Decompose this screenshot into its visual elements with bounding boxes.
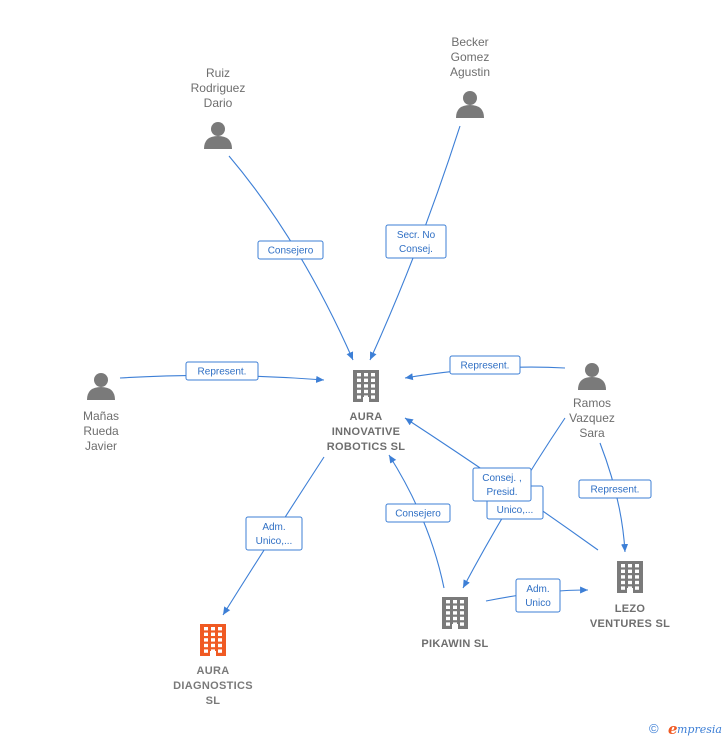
node-label-line: LEZO [615, 603, 646, 615]
edge-label-text: Consejero [268, 246, 314, 257]
node-lezo[interactable]: LEZO VENTURES SL [590, 561, 670, 630]
edge-label-text: Secr. No [397, 230, 436, 241]
edge-label-text: Unico [525, 598, 551, 609]
node-label-line: Vazquez [569, 411, 615, 425]
edge-label-text: Consejero [395, 509, 441, 520]
node-label-line: SL [206, 695, 221, 707]
edge-label-text: Unico,... [256, 536, 293, 547]
node-label-line: ROBOTICS SL [327, 441, 405, 453]
node-label-line: Sara [579, 426, 605, 440]
node-label-line: INNOVATIVE [332, 426, 401, 438]
node-label-line: Rueda [83, 424, 119, 438]
edge-label-e8[interactable]: Consej. , Presid. [472, 467, 532, 502]
node-label-line: AURA [197, 665, 230, 677]
footer-credit: © e mpresia [649, 720, 722, 738]
edge-label-box [449, 355, 521, 375]
edge-label-text: Represent. [198, 367, 247, 378]
empresia-e-logo: e [668, 720, 678, 738]
edge-label-box [515, 578, 561, 613]
edge-label-e4[interactable]: Represent. [449, 355, 521, 375]
edge-label-box [385, 503, 451, 523]
edge-label-text: Presid. [486, 487, 517, 498]
edge-label-e2[interactable]: Secr. No Consej. [385, 224, 447, 259]
building-icon [442, 597, 468, 629]
node-aura-innovative[interactable]: AURA INNOVATIVE ROBOTICS SL [327, 370, 405, 453]
node-aura-diagnostics[interactable]: AURA DIAGNOSTICS SL [173, 624, 253, 707]
edge-label-box [245, 516, 303, 551]
edge-label-e9[interactable]: Represent. [578, 479, 652, 499]
edge-label-e6[interactable]: Consejero [385, 503, 451, 523]
node-label-line: AURA [350, 411, 383, 423]
node-label-line: Javier [85, 439, 117, 453]
node-pikawin[interactable]: PIKAWIN SL [421, 597, 488, 650]
edge-label-e10[interactable]: Adm. Unico [515, 578, 561, 613]
person-icon [87, 373, 115, 400]
node-label-line: PIKAWIN SL [421, 638, 488, 650]
node-label-line: Mañas [83, 409, 119, 423]
edge-label-e3[interactable]: Represent. [185, 361, 259, 381]
edge-label-box [472, 467, 532, 502]
node-label-line: VENTURES SL [590, 618, 670, 630]
edge-label-text: Represent. [591, 485, 640, 496]
node-label-line: Dario [204, 96, 233, 110]
copyright-symbol: © [649, 721, 659, 736]
node-label-line: Ramos [573, 396, 611, 410]
building-icon [353, 370, 379, 402]
person-icon [578, 363, 606, 390]
edge-label-e5[interactable]: Adm. Unico,... [245, 516, 303, 551]
edge-label-e1[interactable]: Consejero [257, 240, 324, 260]
person-icon [204, 122, 232, 149]
edge-label-text: Represent. [461, 361, 510, 372]
edge-label-text: Adm. [526, 584, 549, 595]
node-label-line: Agustin [450, 65, 490, 79]
node-label-line: Becker [451, 35, 488, 49]
edge-label-box [385, 224, 447, 259]
edge-label-text: Consej. , [482, 473, 521, 484]
edge-label-text: Unico,... [497, 505, 534, 516]
edge-label-text: Adm. [262, 522, 285, 533]
edge-label-box [578, 479, 652, 499]
edge-ramos-to-lezo [599, 442, 629, 553]
building-icon [617, 561, 643, 593]
node-label-line: Gomez [451, 50, 490, 64]
node-label-line: Rodriguez [191, 81, 246, 95]
person-icon [456, 91, 484, 118]
node-label-line: Ruiz [206, 66, 230, 80]
node-label-line: DIAGNOSTICS [173, 680, 253, 692]
building-icon [200, 624, 226, 656]
brand-name[interactable]: mpresia [677, 723, 722, 736]
edge-label-text: Consej. [399, 244, 433, 255]
edge-label-box [257, 240, 324, 260]
edge-labels: Consejero Secr. No Consej. Represent. Repres… [185, 224, 652, 613]
edge-label-box [185, 361, 259, 381]
